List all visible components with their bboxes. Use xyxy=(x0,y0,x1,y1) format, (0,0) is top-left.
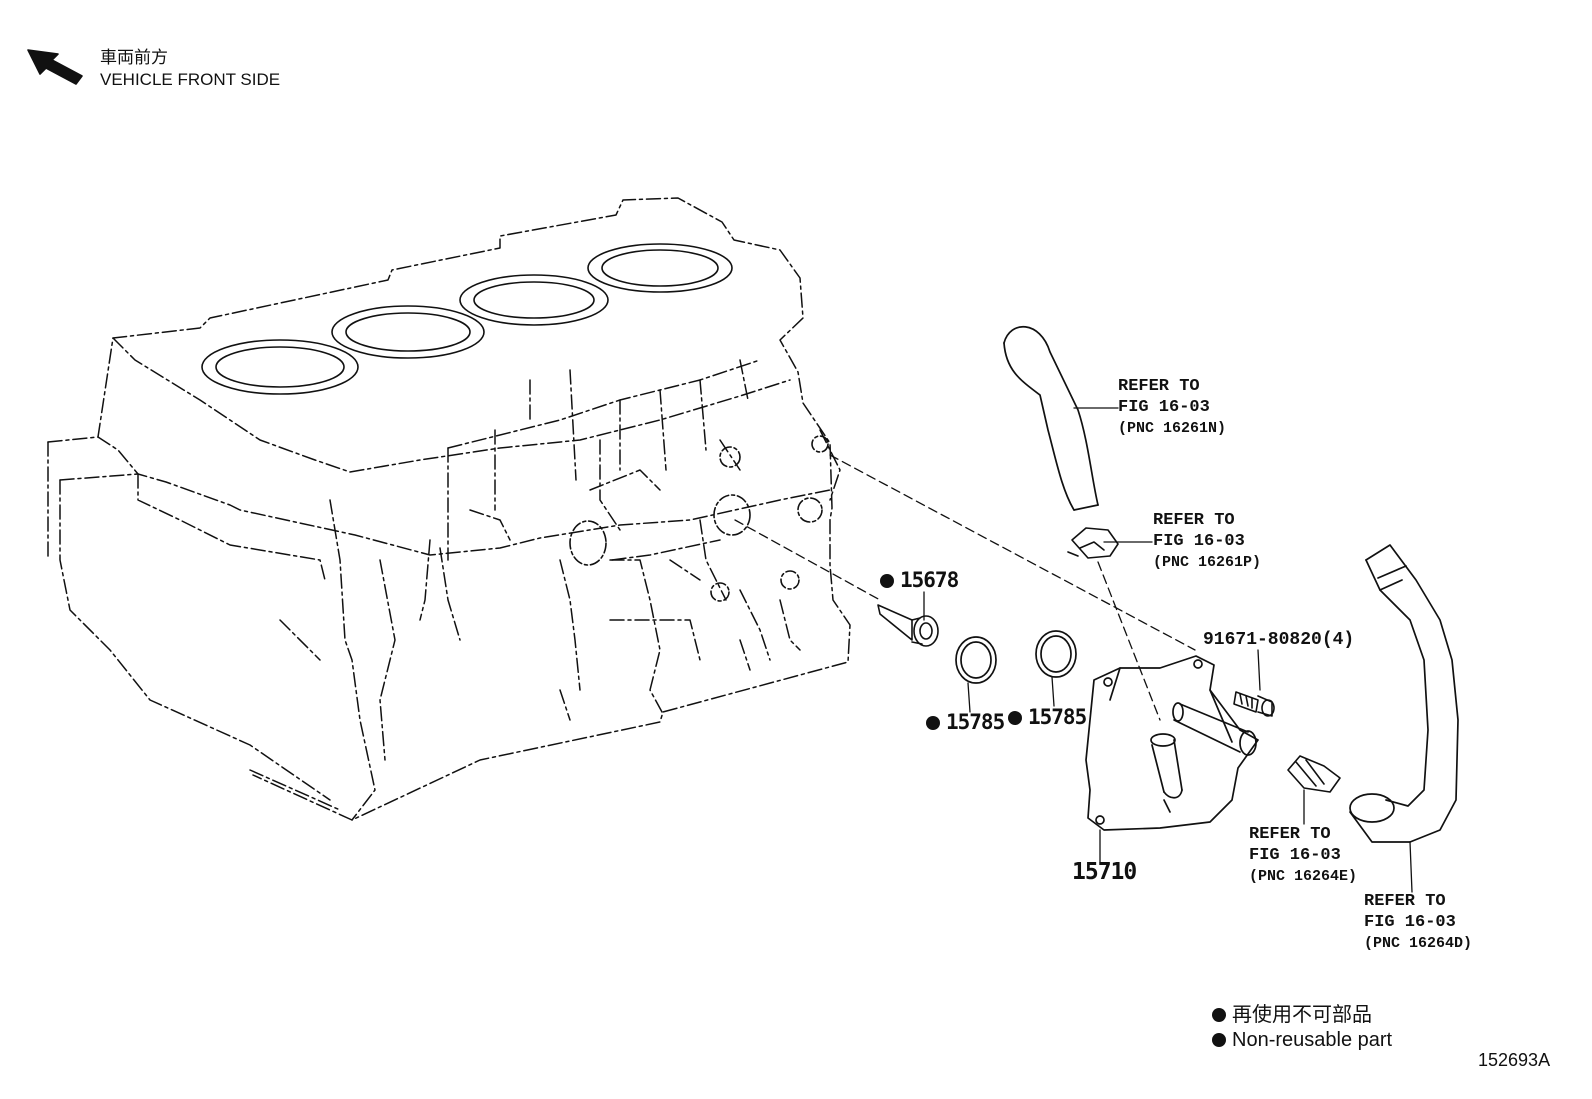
non-reusable-dot-icon xyxy=(926,716,940,730)
callout-upper-hose: REFER TO FIG 16-03 (PNC 16261N) xyxy=(1118,376,1226,439)
upper-coolant-hose xyxy=(1003,326,1099,511)
part-number: 15785 xyxy=(946,710,1005,734)
legend-row-jp: 再使用不可部品 xyxy=(1212,1003,1392,1028)
alignment-lines xyxy=(734,454,1196,721)
legend-text: Non-reusable part xyxy=(1232,1029,1393,1051)
callout-lower-clamp: REFER TO FIG 16-03 (PNC 16264E) xyxy=(1249,824,1357,887)
label-leaders xyxy=(923,407,1413,893)
engine-block xyxy=(47,197,851,821)
vehicle-front-label-en: VEHICLE FRONT SIDE xyxy=(100,70,281,89)
callout-pnc: (PNC 16264D) xyxy=(1364,935,1473,952)
part-number: 91671-80820(4) xyxy=(1203,630,1355,650)
callout-line: REFER TO xyxy=(1364,892,1446,911)
callout-line: REFER TO xyxy=(1118,377,1200,396)
callout-lower-hose: REFER TO FIG 16-03 (PNC 16264D) xyxy=(1364,891,1472,954)
part-label-bolt: 91671-80820(4) xyxy=(1203,630,1354,651)
part-label-union: 15678 xyxy=(880,568,959,592)
legend-row-en: Non-reusable part xyxy=(1212,1028,1392,1053)
o-ring-gasket-b xyxy=(1035,630,1077,678)
union-fitting xyxy=(877,604,939,647)
block-ports xyxy=(569,435,829,602)
non-reusable-dot-icon xyxy=(1008,711,1022,725)
callout-line: FIG 16-03 xyxy=(1153,532,1245,551)
lower-hose-clamp xyxy=(1287,755,1341,793)
non-reusable-dot-icon xyxy=(1212,1008,1226,1022)
o-ring-gasket-a xyxy=(955,636,997,684)
callout-line: FIG 16-03 xyxy=(1118,398,1210,417)
callout-pnc: (PNC 16261N) xyxy=(1118,420,1227,437)
part-number: 15678 xyxy=(900,568,959,592)
non-reusable-dot-icon xyxy=(880,574,894,588)
vehicle-front-label: 車両前方 VEHICLE FRONT SIDE xyxy=(100,47,280,91)
upper-hose-clamp xyxy=(1067,527,1119,559)
callout-pnc: (PNC 16264E) xyxy=(1249,868,1358,885)
part-label-gasket-b: 15785 xyxy=(1008,705,1087,729)
cylinder-bores xyxy=(201,243,733,395)
non-reusable-dot-icon xyxy=(1212,1033,1226,1047)
part-label-oil-cooler: 15710 xyxy=(1072,859,1137,885)
lower-coolant-hose xyxy=(1349,544,1459,843)
legend-text: 再使用不可部品 xyxy=(1232,1004,1372,1026)
callout-upper-clamp: REFER TO FIG 16-03 (PNC 16261P) xyxy=(1153,510,1261,573)
part-label-gasket-a: 15785 xyxy=(926,710,1005,734)
callout-pnc: (PNC 16261P) xyxy=(1153,554,1262,571)
callout-line: REFER TO xyxy=(1249,825,1331,844)
part-number: 15710 xyxy=(1072,859,1137,885)
callout-line: FIG 16-03 xyxy=(1249,846,1341,865)
callout-line: REFER TO xyxy=(1153,511,1235,530)
legend: 再使用不可部品 Non-reusable part xyxy=(1212,1003,1392,1053)
callout-line: FIG 16-03 xyxy=(1364,913,1456,932)
figure-id: 152693A xyxy=(1478,1050,1551,1070)
part-number: 15785 xyxy=(1028,705,1087,729)
vehicle-front-label-jp: 車両前方 xyxy=(100,48,168,67)
oil-cooler-assembly xyxy=(1085,655,1259,831)
bolt xyxy=(1233,691,1275,717)
front-direction-arrow-icon xyxy=(27,49,83,85)
